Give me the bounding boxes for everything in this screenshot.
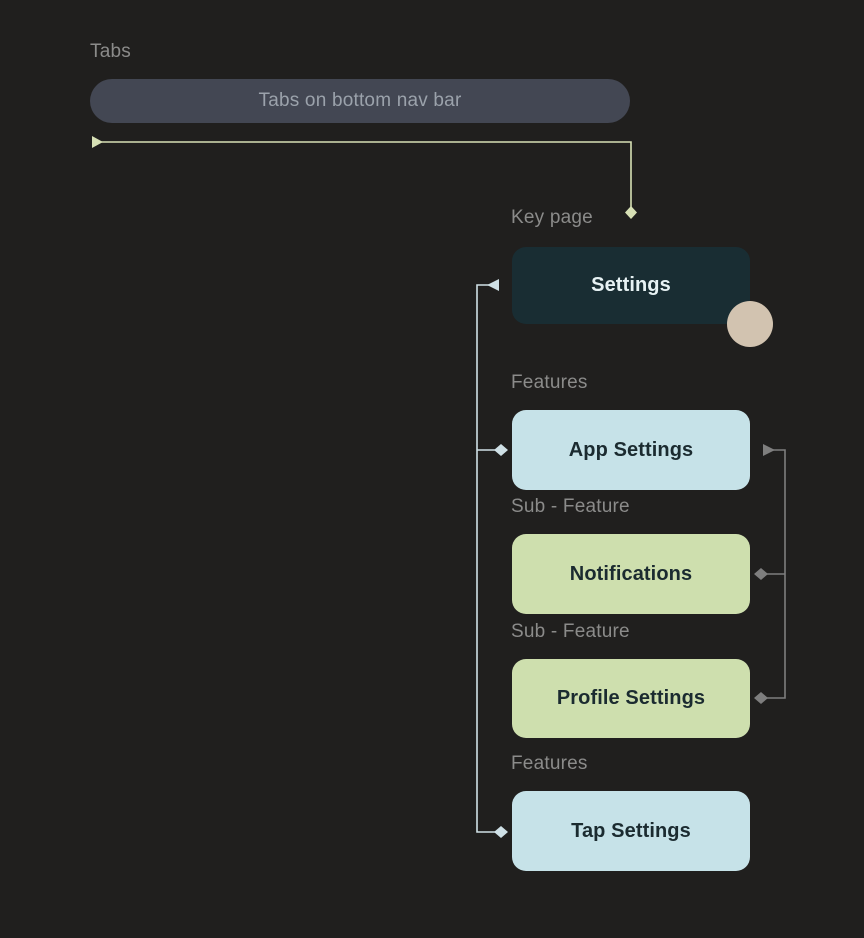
triangle-left-marker-icon bbox=[487, 279, 499, 291]
diamond-marker-icon bbox=[494, 826, 508, 838]
node-profile-settings[interactable]: Profile Settings bbox=[512, 659, 750, 738]
edge-settings-to-features bbox=[476, 279, 508, 838]
group-label-key-page: Key page bbox=[511, 207, 593, 228]
triangle-left-marker-icon bbox=[92, 136, 103, 148]
diamond-marker-icon bbox=[754, 692, 768, 704]
diamond-marker-icon bbox=[625, 206, 637, 219]
group-label-features-bottom: Features bbox=[511, 753, 588, 774]
triangle-right-marker-icon bbox=[763, 444, 775, 456]
group-label-features-top: Features bbox=[511, 372, 588, 393]
diamond-marker-icon bbox=[754, 568, 768, 580]
avatar bbox=[727, 301, 773, 347]
group-label-sub-feature-one: Sub - Feature bbox=[511, 496, 630, 517]
node-settings[interactable]: Settings bbox=[512, 247, 750, 324]
edge-app-to-sub-features bbox=[754, 444, 786, 704]
node-notifications[interactable]: Notifications bbox=[512, 534, 750, 614]
group-label-tabs: Tabs bbox=[90, 41, 131, 62]
diamond-marker-icon bbox=[494, 444, 508, 456]
node-tap-settings[interactable]: Tap Settings bbox=[512, 791, 750, 871]
node-app-settings[interactable]: App Settings bbox=[512, 410, 750, 490]
group-label-sub-feature-two: Sub - Feature bbox=[511, 621, 630, 642]
tabs-on-bottom-nav-bar-pill[interactable]: Tabs on bottom nav bar bbox=[90, 79, 630, 123]
